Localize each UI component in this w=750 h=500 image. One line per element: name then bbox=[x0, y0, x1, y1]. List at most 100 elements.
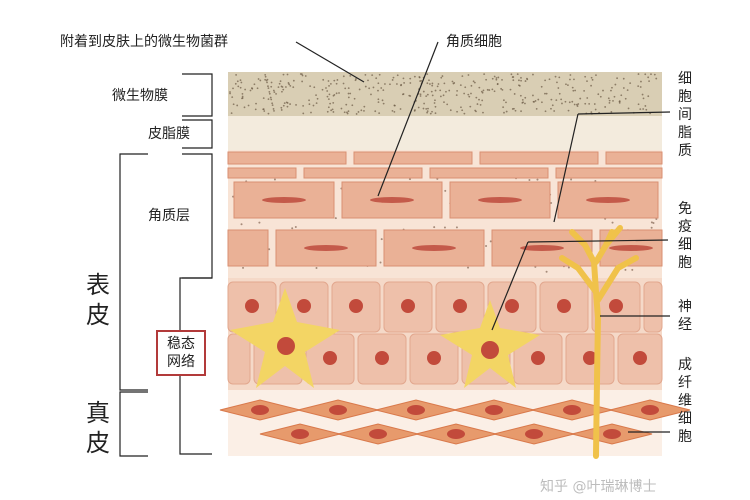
lipid-dot bbox=[528, 179, 531, 182]
label-nerve: 神经 bbox=[678, 299, 692, 333]
epidermal-nucleus bbox=[245, 299, 259, 313]
microbe-dot bbox=[266, 81, 268, 84]
microbe-dot bbox=[434, 112, 437, 115]
microbe-dot bbox=[280, 109, 283, 111]
microbe-dot bbox=[241, 97, 243, 100]
keratin-cell bbox=[555, 167, 663, 179]
microbe-dot bbox=[300, 73, 303, 76]
microbe-dot bbox=[548, 78, 551, 81]
microbe-dot bbox=[336, 79, 339, 81]
microbe-dot bbox=[569, 74, 572, 76]
microbe-dot bbox=[495, 78, 498, 81]
lipid-dot bbox=[380, 238, 383, 241]
epidermal-nucleus bbox=[505, 299, 519, 313]
microbe-dot bbox=[408, 94, 411, 97]
microbe-dot bbox=[370, 93, 372, 96]
microbe-dot bbox=[357, 111, 360, 113]
lipid-dot bbox=[594, 179, 597, 182]
microbe-dot bbox=[355, 113, 358, 115]
microbe-dot bbox=[586, 97, 589, 99]
microbe-dot bbox=[251, 87, 253, 89]
microbe-dot bbox=[448, 89, 451, 92]
microbe-dot bbox=[422, 107, 425, 110]
microbe-dot bbox=[637, 85, 640, 88]
microbe-dot bbox=[234, 82, 237, 85]
fibroblast-nucleus bbox=[485, 405, 503, 415]
microbe-dot bbox=[262, 97, 265, 100]
microbe-dot bbox=[327, 106, 330, 109]
microbe-dot bbox=[308, 99, 310, 102]
microbe-dot bbox=[344, 87, 347, 90]
label-immune-cell: 免疫细胞 bbox=[678, 201, 692, 271]
bracket-dermis bbox=[119, 391, 148, 457]
microbe-dot bbox=[614, 83, 617, 86]
microbe-dot bbox=[289, 103, 291, 105]
microbe-dot bbox=[247, 104, 250, 107]
microbe-dot bbox=[282, 104, 285, 107]
microbe-dot bbox=[327, 80, 330, 82]
microbe-dot bbox=[561, 102, 563, 105]
lipid-dot bbox=[240, 223, 243, 226]
epidermal-nucleus bbox=[375, 351, 389, 365]
microbe-dot bbox=[229, 92, 231, 95]
microbe-dot bbox=[402, 93, 405, 95]
microbe-dot bbox=[648, 80, 650, 83]
lipid-dot bbox=[631, 268, 634, 271]
microbe-dot bbox=[287, 82, 290, 84]
leader-microbiota bbox=[295, 41, 365, 83]
microbe-dot bbox=[464, 86, 467, 89]
microbe-dot bbox=[526, 77, 528, 80]
microbe-dot bbox=[475, 96, 478, 99]
microbe-dot bbox=[270, 81, 273, 84]
microbe-dot bbox=[478, 86, 481, 89]
microbe-dot bbox=[378, 112, 381, 114]
microbe-dot bbox=[342, 75, 345, 78]
lipid-dot bbox=[291, 227, 294, 230]
microbe-dot bbox=[422, 90, 425, 93]
microbe-dot bbox=[372, 86, 375, 89]
lipid-dot bbox=[433, 226, 436, 229]
keratin-cell bbox=[303, 167, 423, 179]
microbe-dot bbox=[560, 98, 563, 101]
microbe-dot bbox=[440, 76, 443, 79]
microbe-dot bbox=[520, 76, 522, 79]
keratin-cell bbox=[605, 151, 663, 165]
microbe-dot bbox=[502, 106, 505, 109]
microbe-dot bbox=[620, 94, 623, 97]
microbe-dot bbox=[331, 108, 334, 111]
microbe-dot bbox=[460, 106, 462, 109]
microbe-dot bbox=[434, 105, 437, 108]
microbe-dot bbox=[640, 80, 642, 83]
fibroblast-nucleus bbox=[525, 429, 543, 439]
microbe-dot bbox=[505, 110, 508, 113]
microbe-dot bbox=[629, 82, 632, 85]
microbe-dot bbox=[426, 93, 429, 96]
microbe-dot bbox=[304, 75, 307, 77]
microbe-dot bbox=[455, 94, 458, 96]
leader-immune-2 bbox=[491, 241, 529, 331]
microbe-dot bbox=[429, 112, 432, 115]
microbe-dot bbox=[236, 104, 239, 107]
microbe-dot bbox=[593, 103, 596, 105]
lipid-dot bbox=[655, 218, 658, 221]
lipid-dot bbox=[273, 178, 276, 181]
microbe-dot bbox=[488, 89, 491, 91]
microbe-dot bbox=[413, 75, 416, 78]
microbe-dot bbox=[368, 87, 371, 90]
microbe-dot bbox=[275, 92, 277, 95]
label-intercellular-lipid: 细胞间脂质 bbox=[678, 71, 692, 159]
lipid-dot bbox=[444, 189, 447, 192]
microbe-dot bbox=[409, 82, 412, 84]
microbe-dot bbox=[577, 103, 580, 105]
microbe-dot bbox=[574, 89, 577, 92]
microbe-dot bbox=[512, 79, 515, 82]
microbe-dot bbox=[232, 103, 235, 106]
microbe-dot bbox=[426, 110, 429, 113]
microbe-dot bbox=[277, 86, 280, 89]
epidermal-nucleus bbox=[557, 299, 571, 313]
microbe-dot bbox=[576, 103, 578, 106]
microbe-dot bbox=[611, 86, 613, 89]
microbe-dot bbox=[624, 97, 627, 100]
microbe-dot bbox=[417, 106, 420, 109]
microbe-dot bbox=[399, 108, 402, 110]
